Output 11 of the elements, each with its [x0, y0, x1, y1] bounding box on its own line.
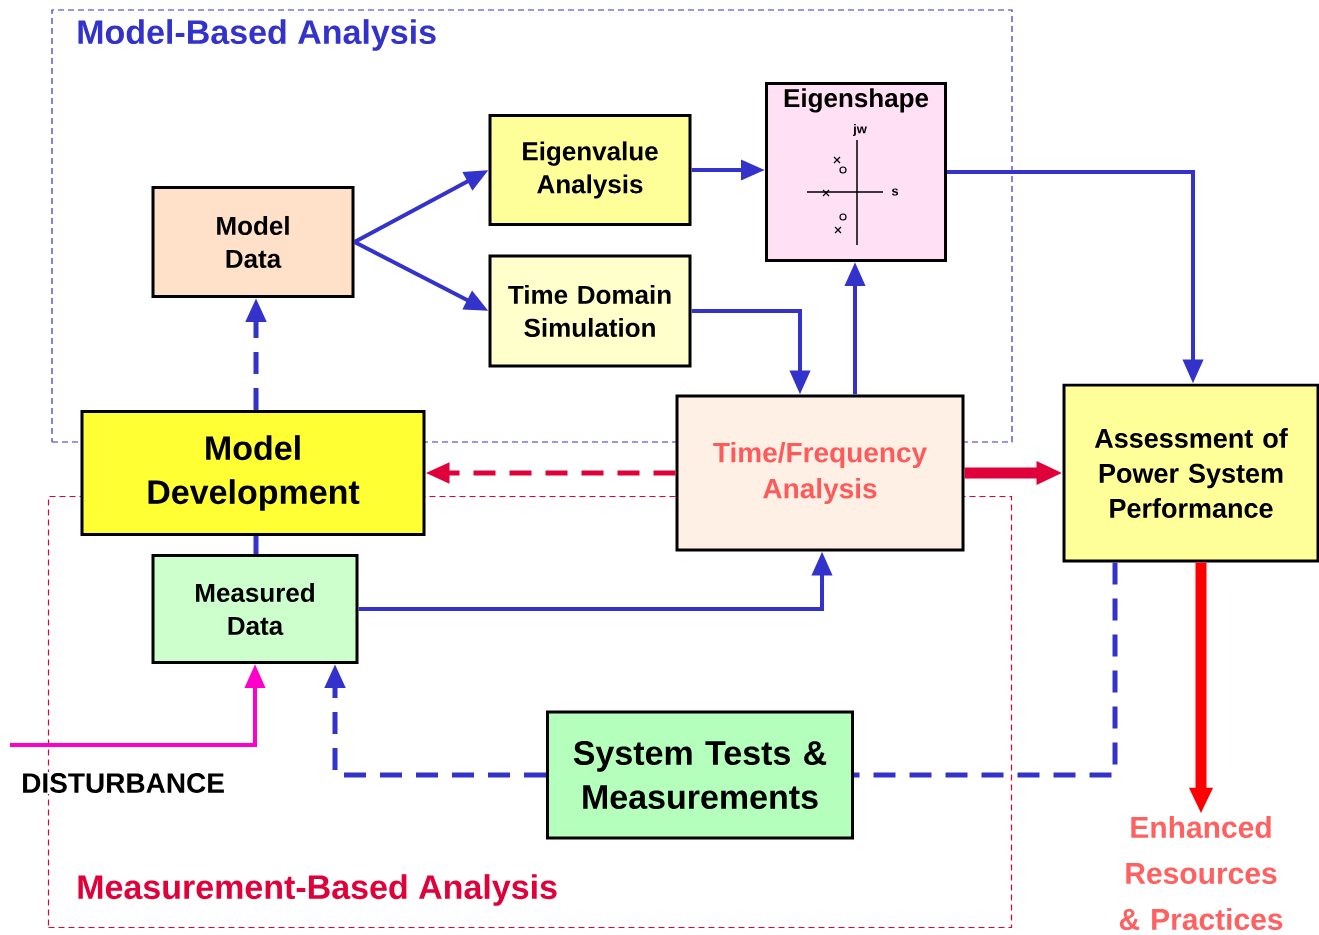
- process-box: Model Development: [80, 410, 426, 536]
- process-box: Assessment of Power System Performance: [1062, 383, 1319, 563]
- edge-label: DISTURBANCE: [20, 772, 226, 794]
- output-text: Enhanced Resources & Practices: [1119, 816, 1283, 931]
- process-box: Model Data: [151, 186, 355, 298]
- process-box: Eigenvalue Analysis: [488, 114, 692, 226]
- process-box: System Tests & Measurements: [546, 710, 854, 840]
- process-box: Time Domain Simulation: [488, 254, 692, 368]
- process-box: Measured Data: [151, 554, 359, 664]
- pole-zero-box: Eigenshape jw s: [765, 82, 947, 262]
- process-box: Time/Frequency Analysis: [675, 394, 965, 552]
